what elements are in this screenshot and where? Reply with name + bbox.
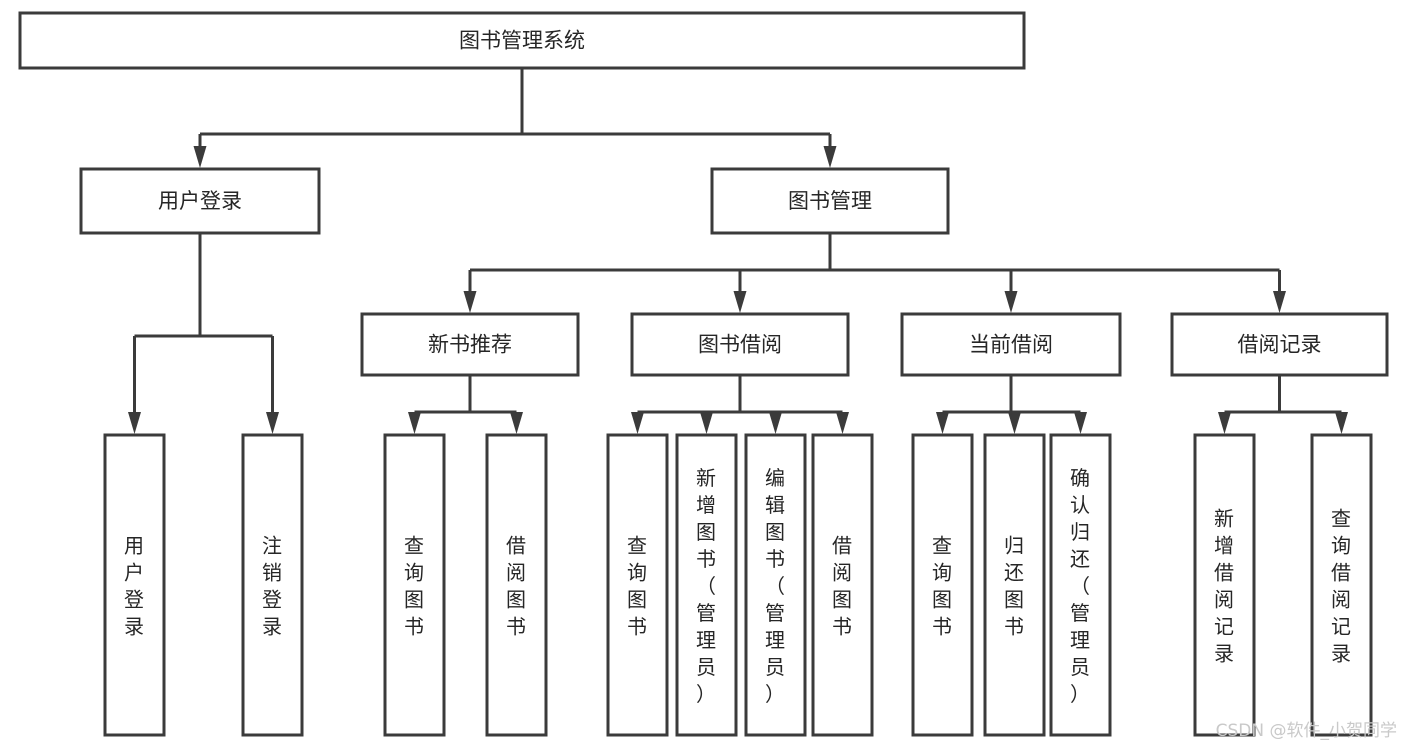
connector-group-borrow-record — [1218, 375, 1348, 434]
node-leaf-confirm-return[interactable]: 确认归还（管理员） — [1049, 433, 1112, 737]
node-box-leaf-user-logout[interactable] — [241, 433, 304, 737]
node-leaf-return-book[interactable]: 归还图书 — [983, 433, 1046, 737]
node-leaf-borrow-book-recommend[interactable]: 借阅图书 — [485, 433, 548, 737]
node-leaf-add-borrow-record[interactable]: 新增借阅记录 — [1193, 433, 1256, 737]
node-box-leaf-query-book-current[interactable] — [911, 433, 974, 737]
node-box-current-borrow[interactable] — [900, 312, 1122, 377]
node-label-leaf-query-borrow-record: 查询借阅记录 — [1331, 506, 1352, 665]
node-label-leaf-user-logout: 注销登录 — [262, 533, 283, 638]
node-box-leaf-query-book-recommend[interactable] — [383, 433, 446, 737]
node-book-borrow[interactable]: 图书借阅 — [630, 312, 850, 377]
node-leaf-query-book-current[interactable]: 查询图书 — [911, 433, 974, 737]
node-label-book-borrow: 图书借阅 — [698, 333, 782, 357]
node-box-leaf-user-login[interactable] — [103, 433, 166, 737]
node-box-leaf-query-borrow-record[interactable] — [1310, 433, 1373, 737]
node-box-root[interactable] — [18, 11, 1026, 70]
node-box-user-login[interactable] — [79, 167, 321, 235]
connector-group-user-login — [128, 233, 279, 434]
node-label-new-book-recommend: 新书推荐 — [428, 333, 512, 357]
node-leaf-user-logout[interactable]: 注销登录 — [241, 433, 304, 737]
node-label-leaf-add-borrow-record: 新增借阅记录 — [1214, 506, 1235, 665]
node-box-book-management[interactable] — [710, 167, 950, 235]
connector-group-root — [193, 68, 837, 168]
node-label-book-management: 图书管理 — [788, 189, 872, 213]
node-label-leaf-query-book-recommend: 查询图书 — [404, 533, 425, 638]
connector-layer — [128, 68, 1348, 434]
node-borrow-record[interactable]: 借阅记录 — [1170, 312, 1389, 377]
connector-group-book-borrow — [631, 375, 849, 434]
node-box-leaf-confirm-return[interactable] — [1049, 433, 1112, 737]
node-box-leaf-add-book[interactable] — [675, 433, 738, 737]
node-leaf-edit-book[interactable]: 编辑图书（管理员） — [744, 433, 807, 737]
node-layer: 图书管理系统用户登录图书管理新书推荐图书借阅当前借阅借阅记录用户登录注销登录查询… — [18, 11, 1389, 737]
node-leaf-user-login[interactable]: 用户登录 — [103, 433, 166, 737]
node-label-leaf-edit-book: 编辑图书（管理员） — [765, 466, 786, 706]
node-label-leaf-borrow-book: 借阅图书 — [832, 533, 853, 638]
node-label-current-borrow: 当前借阅 — [969, 333, 1053, 357]
node-label-leaf-user-login: 用户登录 — [124, 533, 145, 638]
node-label-leaf-add-book: 新增图书（管理员） — [696, 466, 717, 706]
node-book-management[interactable]: 图书管理 — [710, 167, 950, 235]
node-label-leaf-query-book-borrow: 查询图书 — [627, 533, 648, 638]
node-label-leaf-return-book: 归还图书 — [1004, 533, 1025, 638]
node-leaf-query-book-borrow[interactable]: 查询图书 — [606, 433, 669, 737]
node-box-leaf-edit-book[interactable] — [744, 433, 807, 737]
node-new-book-recommend[interactable]: 新书推荐 — [360, 312, 580, 377]
node-leaf-query-book-recommend[interactable]: 查询图书 — [383, 433, 446, 737]
node-box-leaf-add-borrow-record[interactable] — [1193, 433, 1256, 737]
node-box-leaf-borrow-book[interactable] — [811, 433, 874, 737]
node-label-user-login: 用户登录 — [158, 189, 242, 213]
node-label-leaf-borrow-book-recommend: 借阅图书 — [506, 533, 527, 638]
node-leaf-add-book[interactable]: 新增图书（管理员） — [675, 433, 738, 737]
node-label-root: 图书管理系统 — [459, 29, 585, 53]
node-box-new-book-recommend[interactable] — [360, 312, 580, 377]
connector-group-current-borrow — [936, 375, 1087, 434]
node-box-borrow-record[interactable] — [1170, 312, 1389, 377]
node-box-leaf-query-book-borrow[interactable] — [606, 433, 669, 737]
node-current-borrow[interactable]: 当前借阅 — [900, 312, 1122, 377]
node-leaf-borrow-book[interactable]: 借阅图书 — [811, 433, 874, 737]
node-label-leaf-query-book-current: 查询图书 — [932, 533, 953, 638]
node-box-book-borrow[interactable] — [630, 312, 850, 377]
node-label-leaf-confirm-return: 确认归还（管理员） — [1070, 466, 1091, 706]
node-root[interactable]: 图书管理系统 — [18, 11, 1026, 70]
node-box-leaf-return-book[interactable] — [983, 433, 1046, 737]
connector-group-new-book-recommend — [408, 375, 523, 434]
connector-group-book-management — [463, 233, 1286, 313]
node-label-borrow-record: 借阅记录 — [1238, 333, 1322, 357]
node-user-login[interactable]: 用户登录 — [79, 167, 321, 235]
node-box-leaf-borrow-book-recommend[interactable] — [485, 433, 548, 737]
node-leaf-query-borrow-record[interactable]: 查询借阅记录 — [1310, 433, 1373, 737]
